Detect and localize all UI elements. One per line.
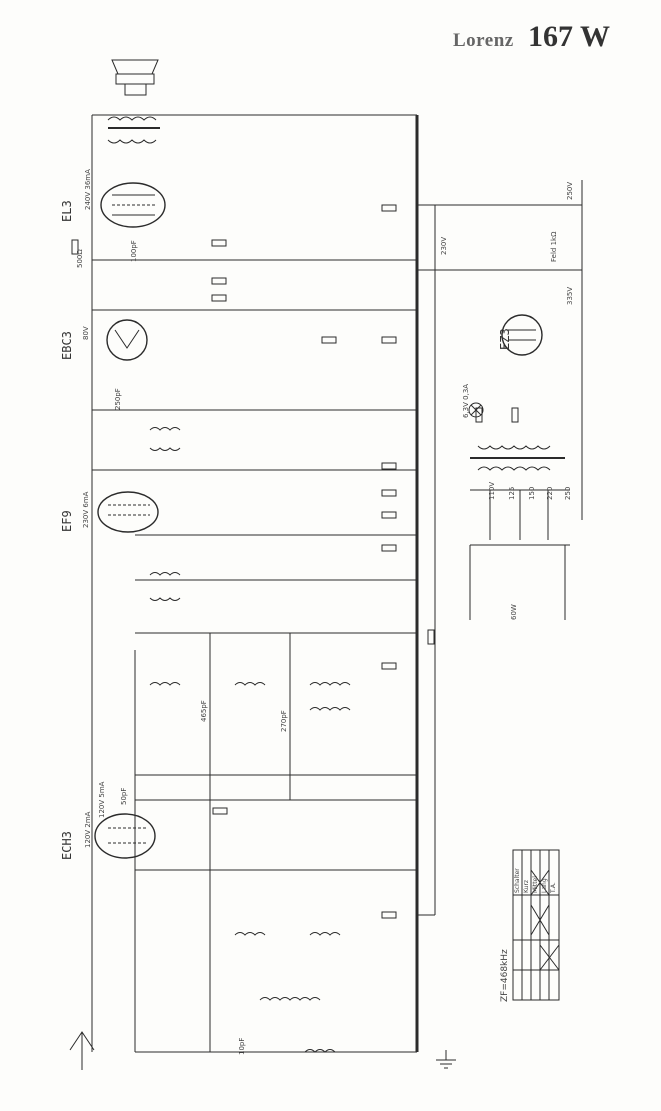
cap-270pf-label: 270pF bbox=[280, 710, 288, 732]
ech3-voltage-label-2: 120V 5mA bbox=[98, 781, 106, 818]
tap-label-250: 250 bbox=[564, 486, 572, 500]
wiring bbox=[91, 115, 582, 1053]
cap-10pf-label: 10pF bbox=[238, 1037, 246, 1055]
v230-label: 230V bbox=[440, 236, 448, 255]
ground-icon bbox=[436, 1050, 456, 1069]
antenna-icon bbox=[69, 1031, 95, 1070]
tap-label-125: 125 bbox=[508, 486, 516, 500]
switch-row-label-kurz: Kurz bbox=[523, 879, 530, 893]
ef9-voltage-label: 230V 6mA bbox=[82, 491, 90, 528]
tap-label-110: 110V bbox=[488, 481, 496, 500]
hv-250v-label: 250V bbox=[566, 181, 574, 200]
lamp-label: 6,3V 0,3A bbox=[462, 383, 470, 418]
ebc3-voltage-label: 80V bbox=[82, 326, 90, 340]
tube-label-ech3: ECH3 bbox=[60, 831, 74, 860]
ef9-tube bbox=[97, 491, 159, 533]
model-label: 167 W bbox=[528, 20, 610, 53]
tube-label-ez3: EZ3 bbox=[498, 328, 512, 350]
tube-label-ef9: EF9 bbox=[60, 510, 74, 532]
speaker-icon bbox=[111, 59, 159, 96]
lamp-icon bbox=[468, 402, 484, 418]
tube-label-ebc3: EBC3 bbox=[60, 331, 74, 360]
ebc3-tube bbox=[106, 319, 148, 361]
power-transformer bbox=[469, 445, 570, 620]
brand-label: Lorenz bbox=[453, 30, 514, 51]
if-frequency-label: ZF=468kHz bbox=[500, 949, 510, 1002]
if-coil-1 bbox=[149, 427, 181, 451]
res-500-label: 500Ω bbox=[76, 249, 84, 268]
cap-465pf-label: 465pF bbox=[200, 700, 208, 722]
output-transformer bbox=[107, 116, 160, 144]
tap-label-150: 150 bbox=[528, 486, 536, 500]
el3-bias-label: 240V 36mA bbox=[84, 169, 92, 210]
switch-row-label-ta: T.A. bbox=[550, 882, 557, 893]
hv-335v-label: 335V bbox=[566, 286, 574, 305]
resistors bbox=[71, 204, 519, 919]
ech3-voltage-label-1: 120V 2mA bbox=[84, 811, 92, 848]
el3-tube bbox=[100, 182, 166, 228]
mains-power-label: 60W bbox=[510, 604, 518, 620]
cap-100pf-label: 100pF bbox=[130, 240, 138, 262]
cap-250pf-label: 250pF bbox=[114, 388, 122, 410]
tube-label-el3: EL3 bbox=[60, 200, 74, 222]
switch-row-label-schalter: Schalter bbox=[514, 868, 521, 893]
tap-label-220: 220 bbox=[546, 486, 554, 500]
band-coils bbox=[149, 682, 351, 1053]
if-coil-2 bbox=[149, 572, 181, 601]
switch-row-label-lang: Lang bbox=[541, 878, 548, 893]
switch-row-label-mittel: Mittel bbox=[532, 876, 539, 893]
cap-50pf-label: 50pF bbox=[120, 787, 128, 805]
field-coil-label: Feld 1kΩ bbox=[550, 231, 558, 262]
switch-table-grid bbox=[512, 849, 560, 1001]
ech3-tube bbox=[94, 813, 156, 859]
ez3-tube bbox=[501, 314, 543, 356]
